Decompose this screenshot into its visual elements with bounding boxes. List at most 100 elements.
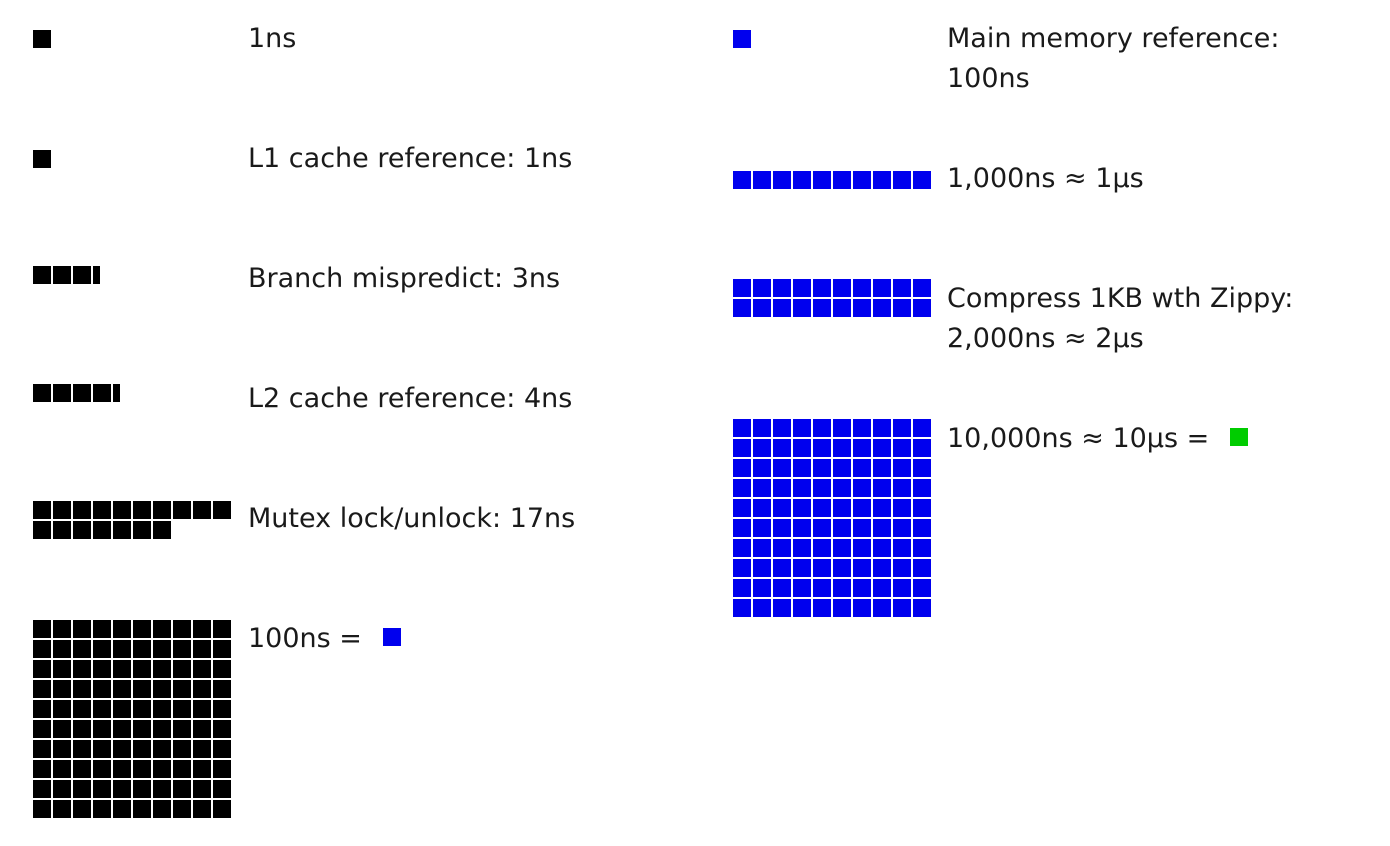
ns-100-unit-square (73, 720, 91, 738)
zippy-unit-square (793, 279, 811, 297)
us-10-unit-square (733, 439, 751, 457)
ns-100-unit-square (73, 760, 91, 778)
us-1-unit-square (913, 171, 931, 189)
us-10-unit-square (833, 599, 851, 617)
ns-100-unit-square (153, 700, 171, 718)
us-10-unit-square (873, 439, 891, 457)
ns-100-unit-square (193, 700, 211, 718)
us-10-equivalent-square (1229, 428, 1248, 446)
us-10-unit-square (753, 559, 771, 577)
us-10-unit-square (833, 519, 851, 537)
ns-100-unit-square (173, 720, 191, 738)
us-10-unit-square (853, 419, 871, 437)
us-10-unit-square (753, 439, 771, 457)
us-10-unit-square (813, 419, 831, 437)
us-10-unit-square (773, 479, 791, 497)
us-10-unit-square (853, 439, 871, 457)
branch-mispredict-unit-square (33, 266, 51, 284)
ns-100-label-text: 100ns = (248, 623, 371, 654)
ns-100-unit-square (133, 720, 151, 738)
l1-cache-label: L1 cache reference: 1ns (248, 139, 572, 179)
us-10-unit-square (873, 519, 891, 537)
us-10-unit-square (753, 539, 771, 557)
l2-cache-label: L2 cache reference: 4ns (248, 379, 572, 419)
l2-cache-unit-square (53, 384, 71, 402)
ns-100-unit-square (173, 700, 191, 718)
zippy-unit-square (773, 299, 791, 317)
l2-cache-partial-square (113, 384, 120, 402)
zippy-unit-square (833, 299, 851, 317)
ns-100-unit-square (153, 620, 171, 638)
us-10-unit-square (853, 519, 871, 537)
zippy-unit-square (893, 299, 911, 317)
us-10-unit-square (753, 599, 771, 617)
ns-100-unit-square (33, 680, 51, 698)
ns-100-unit-square (113, 720, 131, 738)
l2-cache-unit-square (73, 384, 91, 402)
us-10-unit-square (913, 479, 931, 497)
us-10-unit-square (733, 599, 751, 617)
us-10-unit-square (833, 579, 851, 597)
ns-100-unit-square (93, 680, 111, 698)
us-10-unit-square (913, 439, 931, 457)
l2-cache-unit-square (93, 384, 111, 402)
ns-100-unit-square (173, 620, 191, 638)
us-10-unit-square (853, 539, 871, 557)
ns-100-unit-square (93, 780, 111, 798)
zippy-unit-square (753, 279, 771, 297)
us-10-unit-square (753, 579, 771, 597)
us-10-unit-square (873, 499, 891, 517)
us-10-unit-square (893, 499, 911, 517)
zippy-unit-square (773, 279, 791, 297)
ns-100-unit-square (53, 680, 71, 698)
mutex-unit-square (33, 521, 51, 539)
ns-100-unit-square (153, 740, 171, 758)
zippy-unit-square (793, 299, 811, 317)
us-10-unit-square (833, 459, 851, 477)
ns-100-unit-square (53, 620, 71, 638)
us-10-unit-square (733, 559, 751, 577)
ns-100-unit-square (173, 640, 191, 658)
us-10-unit-square (913, 599, 931, 617)
zippy-unit-square (753, 299, 771, 317)
ns-100-unit-square (33, 660, 51, 678)
ns-100-unit-square (113, 640, 131, 658)
us-10-unit-square (833, 559, 851, 577)
ns-100-unit-square (73, 700, 91, 718)
us-10-unit-square (913, 499, 931, 517)
branch-mispredict-label: Branch mispredict: 3ns (248, 259, 560, 299)
ns-100-unit-square (193, 740, 211, 758)
ns-100-unit-square (113, 680, 131, 698)
ns-100-unit-square (53, 800, 71, 818)
us-10-unit-square (793, 539, 811, 557)
us-1-label-line: 1,000ns ≈ 1μs (947, 163, 1144, 194)
ns-1-label-text: 1ns (248, 23, 297, 54)
ns-100-unit-square (193, 760, 211, 778)
mutex-unit-square (113, 501, 131, 519)
ns-100-unit-square (193, 640, 211, 658)
us-10-unit-square (813, 579, 831, 597)
us-1-unit-square (873, 171, 891, 189)
us-10-unit-square (813, 599, 831, 617)
us-10-unit-square (733, 539, 751, 557)
l2-cache-label-text: L2 cache reference: 4ns (248, 383, 573, 414)
ns-100-unit-square (133, 760, 151, 778)
zippy-unit-square (913, 299, 931, 317)
us-10-unit-square (773, 519, 791, 537)
ns-100-unit-square (73, 680, 91, 698)
ns-100-unit-square (153, 680, 171, 698)
zippy-unit-square (853, 279, 871, 297)
us-10-unit-square (893, 559, 911, 577)
mutex-unit-square (133, 501, 151, 519)
us-10-unit-square (733, 499, 751, 517)
us-10-unit-square (833, 479, 851, 497)
ns-100-unit-square (153, 660, 171, 678)
ns-100-unit-square (133, 620, 151, 638)
us-10-unit-square (913, 539, 931, 557)
us-10-unit-square (813, 559, 831, 577)
ns-1-unit-square (33, 30, 51, 48)
us-10-unit-square (773, 419, 791, 437)
us-10-unit-square (893, 419, 911, 437)
ns-100-unit-square (133, 740, 151, 758)
us-10-unit-square (813, 459, 831, 477)
